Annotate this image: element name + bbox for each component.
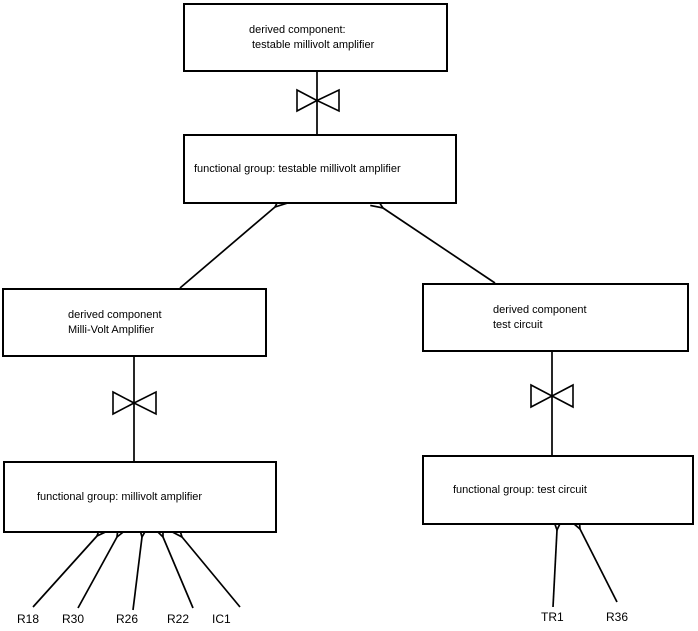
box-label-line2: test circuit — [493, 318, 543, 331]
arrow-r36 — [580, 529, 618, 603]
bowtie-icon-left — [112, 390, 157, 416]
bowtie-icon-right — [530, 383, 574, 409]
component-label-r26: R26 — [116, 612, 139, 626]
box-label: functional group: millivolt amplifier — [37, 490, 203, 503]
box-derived-milli-volt-amplifier: derived component Milli-Volt Amplifier — [2, 288, 267, 357]
component-label-tr1: TR1 — [541, 610, 564, 624]
box-functional-group-test-circuit: functional group: test circuit — [422, 455, 694, 525]
arrow-r18 — [32, 536, 97, 608]
arrow-r22 — [163, 537, 194, 609]
component-label-ic1: IC1 — [212, 612, 231, 626]
arrow-derived-millivolt-to-fg-testable — [179, 207, 275, 289]
arrow-r30 — [77, 537, 117, 609]
component-label-r36: R36 — [606, 610, 629, 624]
component-label-r18: R18 — [17, 612, 40, 626]
arrow-r26 — [132, 537, 142, 611]
box-label-line1: derived component — [68, 308, 162, 321]
box-label-line1: derived component: — [249, 23, 346, 36]
box-label-line2: testable millivolt amplifier — [252, 38, 375, 51]
box-label-line2: Milli-Volt Amplifier — [68, 323, 155, 336]
box-derived-test-circuit: derived component test circuit — [422, 283, 689, 352]
box-functional-group-testable-millivolt-amplifier: functional group: testable millivolt amp… — [183, 134, 457, 204]
arrow-tr1 — [553, 530, 557, 608]
box-derived-testable-millivolt-amplifier: derived component: testable millivolt am… — [183, 3, 448, 72]
component-label-r30: R30 — [62, 612, 85, 626]
arrow-derived-test-to-fg-testable — [383, 208, 496, 284]
bowtie-icon-top — [296, 88, 340, 113]
component-label-r22: R22 — [167, 612, 190, 626]
box-functional-group-millivolt-amplifier: functional group: millivolt amplifier — [3, 461, 277, 533]
box-label: functional group: test circuit — [453, 483, 587, 496]
box-label-line1: derived component — [493, 303, 587, 316]
arrow-ic1 — [182, 537, 241, 608]
box-label: functional group: testable millivolt amp… — [194, 162, 401, 175]
